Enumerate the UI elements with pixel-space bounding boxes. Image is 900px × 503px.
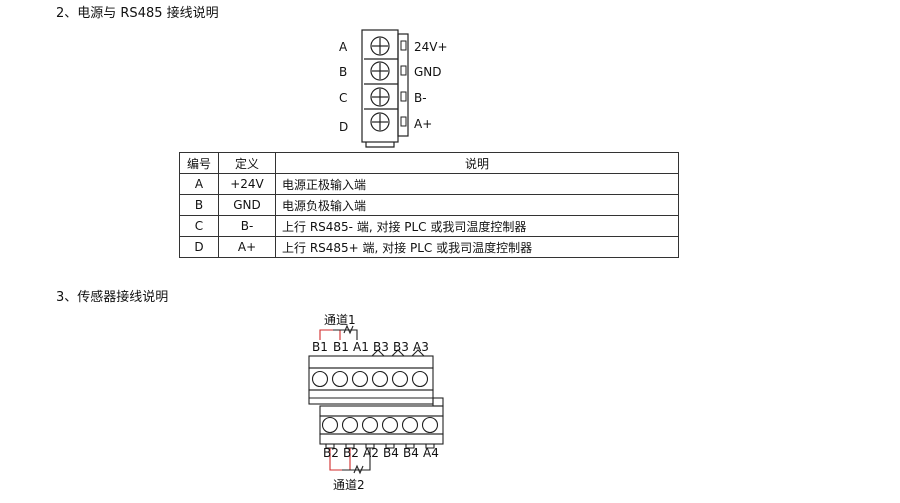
lower-screw-4	[381, 416, 399, 434]
channel-2-sensor-symbol	[353, 464, 364, 475]
upper-screw-6	[411, 370, 429, 388]
channel-1-sensor-symbol	[343, 324, 354, 335]
pin-label-lower: B2	[343, 446, 359, 460]
terminal-right-label-24v: 24V+	[414, 40, 448, 54]
pin-label-upper: B3	[373, 340, 389, 354]
channel-1-label: 通道1	[324, 313, 356, 327]
upper-screw-5	[391, 370, 409, 388]
terminal-right-label-gnd: GND	[414, 65, 442, 79]
pin-label-upper: B1	[312, 340, 328, 354]
terminal-left-label-b: B	[339, 65, 348, 79]
cell-description: 电源正极输入端	[275, 173, 679, 195]
channel-2-jumper	[329, 448, 351, 471]
cell-description: 电源负极输入端	[275, 194, 679, 216]
lower-screw-1	[321, 416, 339, 434]
terminal-left-label-d: D	[339, 120, 349, 134]
table-row: A +24V 电源正极输入端	[179, 173, 679, 195]
cell-definition: A+	[218, 236, 276, 258]
pin-label-upper: B1	[333, 340, 349, 354]
cell-definition: GND	[218, 194, 276, 216]
upper-screw-2	[331, 370, 349, 388]
channel-1-jumper	[319, 329, 341, 340]
upper-screw-3	[351, 370, 369, 388]
terminal-definition-table: 编号 定义 说明 A +24V 电源正极输入端 B GND 电源负极输入端 C …	[179, 152, 679, 258]
section-3-title: 3、传感器接线说明	[56, 290, 169, 305]
channel-1-wiring	[319, 324, 358, 340]
lower-terminal-block	[319, 397, 444, 449]
table-row: B GND 电源负极输入端	[179, 194, 679, 216]
header-definition: 定义	[218, 152, 276, 174]
pin-label-lower: B4	[383, 446, 399, 460]
channel-2-sensor-lead	[342, 448, 371, 471]
lower-screw-3	[361, 416, 379, 434]
pin-label-lower: A4	[423, 446, 439, 460]
channel-1-sensor-lead	[333, 329, 358, 340]
screw-b	[370, 61, 390, 81]
lower-screw-5	[401, 416, 419, 434]
upper-terminal-block	[308, 349, 434, 405]
screw-d	[370, 112, 390, 132]
terminal-left-label-c: C	[339, 91, 348, 105]
upper-screw-1	[311, 370, 329, 388]
pin-label-lower: B2	[323, 446, 339, 460]
pin-label-upper: B3	[393, 340, 409, 354]
upper-screw-4	[371, 370, 389, 388]
screw-a	[370, 36, 390, 56]
lower-screw-2	[341, 416, 359, 434]
pin-label-upper: A1	[353, 340, 369, 354]
cell-description: 上行 RS485+ 端, 对接 PLC 或我司温度控制器	[275, 236, 679, 258]
pin-label-lower: B4	[403, 446, 419, 460]
section-2-title: 2、电源与 RS485 接线说明	[56, 6, 219, 21]
terminal-right-label-bminus: B-	[414, 91, 427, 105]
cell-definition: +24V	[218, 173, 276, 195]
terminal-right-label-aplus: A+	[414, 117, 433, 131]
table-row: D A+ 上行 RS485+ 端, 对接 PLC 或我司温度控制器	[179, 236, 679, 258]
lower-screw-6	[421, 416, 439, 434]
header-id: 编号	[179, 152, 219, 174]
terminal-foot	[365, 142, 395, 148]
channel-2-label: 通道2	[333, 478, 365, 492]
terminal-tab	[397, 33, 409, 137]
terminal-left-label-a: A	[339, 40, 348, 54]
pin-label-upper: A3	[413, 340, 429, 354]
pin-label-lower: A2	[363, 446, 379, 460]
screw-c	[370, 87, 390, 107]
channel-2-wiring	[329, 448, 371, 475]
